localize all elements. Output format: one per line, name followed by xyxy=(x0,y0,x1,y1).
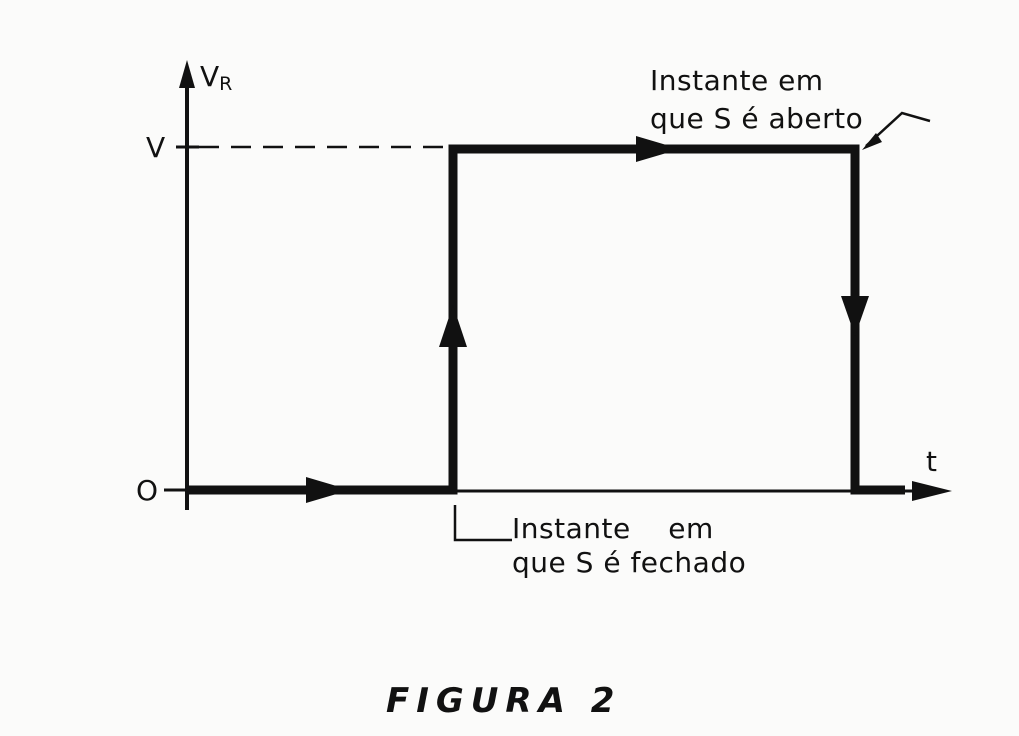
v-level-label: V xyxy=(146,131,165,164)
annotation-opened-line2: que S é aberto xyxy=(650,102,863,135)
waveform-arrow-up xyxy=(439,305,467,347)
waveform-arrow-right-top xyxy=(636,136,680,162)
annotation-closed-line1: Instante em xyxy=(512,512,714,545)
annotation-opened-line1: Instante em xyxy=(650,64,824,97)
t-axis-label: t xyxy=(926,445,937,478)
annotation-opened-leader xyxy=(865,111,931,147)
y-axis-arrowhead xyxy=(179,60,195,88)
waveform-arrow-down xyxy=(841,296,869,336)
t-axis-arrowhead xyxy=(912,481,952,501)
annotation-closed-leader xyxy=(453,505,512,542)
zero-level-label: O xyxy=(136,474,158,507)
vr-waveform xyxy=(187,144,905,495)
figure-caption: FIGURA 2 xyxy=(386,681,621,721)
y-axis-label: VR xyxy=(200,60,232,95)
annotation-opened-leader-arrowhead xyxy=(862,133,882,150)
waveform-arrow-right-bottom xyxy=(306,477,350,503)
annotation-closed-line2: que S é fechado xyxy=(512,546,746,579)
